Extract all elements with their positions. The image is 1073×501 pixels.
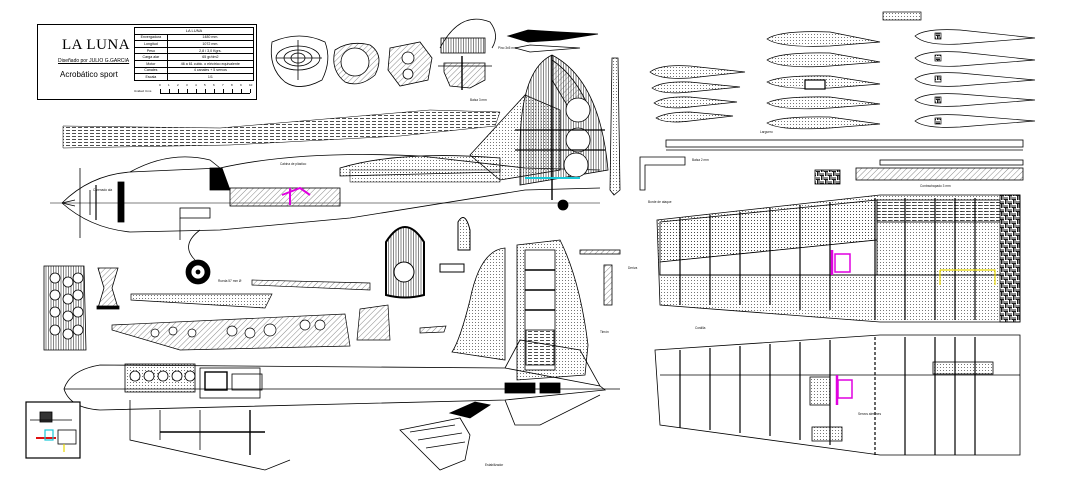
spec-value: 4 canales + 5 servos (166, 66, 255, 75)
wing-panel-bottom-view (654, 334, 1021, 456)
scale-tick-label: 9 (240, 83, 242, 87)
scale-tick (232, 89, 233, 93)
callout-borde-ataque: Borde de ataque (648, 200, 672, 204)
scale-tick-label: 10 (249, 83, 253, 87)
callout-deriva: Deriva (628, 266, 638, 270)
spar-strips (639, 139, 1024, 191)
fuselage-doubler-plate (43, 265, 87, 351)
scale-tick (160, 89, 161, 93)
spec-label: Motor (134, 59, 168, 68)
fin-rudder-side (515, 54, 609, 211)
scale-tick-label: 3 (186, 83, 188, 87)
scale-tick-label: 0 (159, 83, 161, 87)
propeller (61, 168, 81, 238)
radio-box-inset (25, 401, 81, 459)
fuselage-top-deck (62, 109, 501, 149)
scale-tick-label: 1 (168, 83, 170, 87)
callout-carenado: Carenado ala (93, 188, 113, 192)
wing-ribs-medium (766, 31, 881, 130)
wing-panel-top-view (656, 194, 1021, 323)
firewall-former-section (270, 35, 329, 87)
scale-bar: 0 1 2 3 4 5 6 7 8 9 10 (159, 83, 253, 95)
scale-tick (250, 89, 251, 93)
callout-larguero: Larguero (760, 130, 773, 134)
wing-ribs-small (649, 65, 746, 123)
callout-contrachapado: Contrachapado 3 mm (920, 184, 951, 188)
scale-tick (214, 89, 215, 93)
fuselage-side-view (50, 94, 601, 240)
callout-rueda: Rueda 57 mm Ø (218, 279, 242, 283)
plan-title: LA LUNA (62, 37, 131, 53)
spec-label: Escala (134, 73, 168, 81)
spec-value: 1072 mm. (166, 40, 255, 48)
scale-tick-label: 5 (204, 83, 206, 87)
motor-mount-profile (96, 267, 120, 310)
scale-tick-label: 6 (213, 83, 215, 87)
spec-label: Peso (134, 46, 168, 55)
scale-tick-label: 7 (222, 83, 224, 87)
designer-credit: Diseñado por JULIO G.GARCIA (58, 58, 130, 64)
callout-servos: Servos alerones (858, 412, 882, 416)
spec-label: Envergadura (134, 33, 168, 42)
spec-value: 1480 mm. (166, 33, 255, 42)
hatch-cover (385, 217, 471, 299)
callout-balsa-3: Balsa 3 mm (470, 98, 487, 102)
spec-value: 1/1 (166, 73, 255, 81)
callout-costilla: Costilla (695, 326, 706, 330)
spec-table-header: LA LUNA (134, 27, 254, 35)
landing-gear (185, 229, 211, 285)
fuselage-top-view (63, 339, 620, 471)
callout-balsa-2: Balsa 2 mm (692, 158, 709, 162)
scale-tick (205, 89, 206, 93)
spec-value: 2,8 / 3,0 Kgrs. (166, 46, 255, 55)
scale-tick (169, 89, 170, 93)
callout-timon: Timón (600, 330, 609, 334)
callout-estabilizador: Estabilizador (485, 463, 504, 467)
spec-label: Longitud (134, 40, 168, 48)
vertical-stabilizer-top-view (451, 239, 621, 381)
former-f2-section (333, 41, 433, 87)
spec-value: 46 a 61 cubic. o eléctrico equivalente (166, 59, 255, 68)
wing-ribs-large (882, 11, 1036, 128)
elevator-rudder-detail (399, 401, 492, 471)
canopy-magenta-marker (281, 186, 311, 205)
side-doubler-strips (111, 279, 447, 351)
scale-label: Unidad: Cms (134, 89, 152, 93)
scale-tick (223, 89, 224, 93)
tail-top-fin-views (506, 29, 621, 196)
spec-label: Canales (134, 66, 168, 75)
scale-tick (178, 89, 179, 93)
scale-tick (196, 89, 197, 93)
spec-value: 65 gr/dm2 (166, 53, 255, 61)
scale-tick-label: 2 (177, 83, 179, 87)
scale-tick (241, 89, 242, 93)
scale-tick-label: 8 (231, 83, 233, 87)
scale-bar-baseline (160, 93, 250, 94)
scale-tick-label: 4 (195, 83, 197, 87)
plan-subtitle: Acrobático sport (60, 70, 118, 79)
spec-label: Carga alar (134, 53, 168, 61)
title-block: LA LUNA Diseñado por JULIO G.GARCIA Acro… (37, 24, 257, 100)
wing-saddle-section (438, 18, 496, 90)
callout-cabina: Cabina de plástico (280, 162, 307, 166)
callout-pino: Pino 3x5 mm (498, 46, 517, 50)
scale-tick (187, 89, 188, 93)
